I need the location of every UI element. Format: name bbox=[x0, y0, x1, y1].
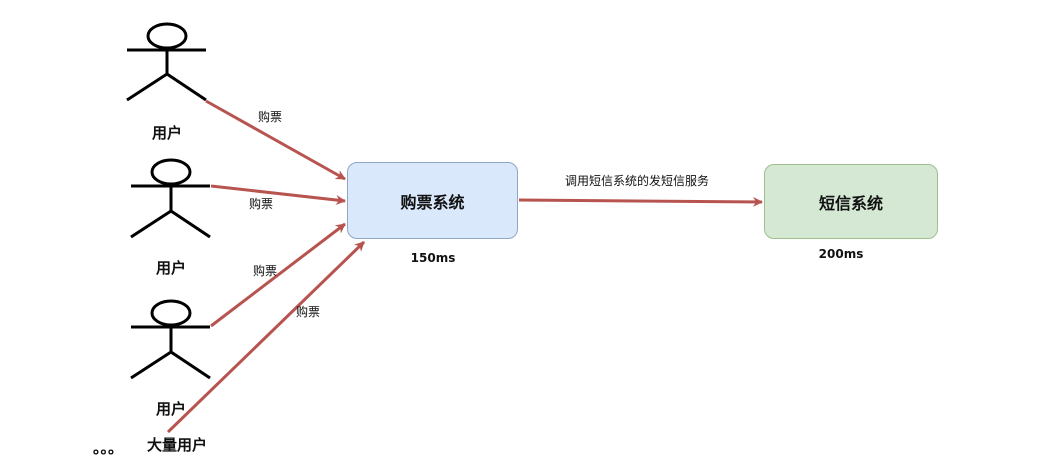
arrow-many-to-ticket bbox=[166, 240, 366, 434]
arrow-ticket-to-sms bbox=[518, 196, 763, 207]
sms-system-timing: 200ms bbox=[818, 247, 864, 261]
edge-label-call-sms: 调用短信系统的发短信服务 bbox=[565, 174, 710, 188]
many-users-label: 大量用户 bbox=[147, 436, 208, 454]
actor-3-label: 用户 bbox=[155, 400, 187, 418]
ticket-system-label: 购票系统 bbox=[400, 192, 465, 212]
ticket-system-node[interactable]: 购票系统 bbox=[347, 162, 518, 239]
actor-1-figure[interactable] bbox=[126, 22, 207, 102]
arrow-user3-to-ticket bbox=[210, 222, 346, 328]
arrow-user2-to-ticket bbox=[210, 184, 346, 205]
actor-1-head bbox=[146, 22, 188, 50]
sms-system-node[interactable]: 短信系统 bbox=[764, 164, 938, 239]
actor-2-label: 用户 bbox=[155, 259, 187, 277]
edge-label-buy-4: 购票 bbox=[296, 305, 321, 319]
ellipsis-text: 。。。 bbox=[93, 439, 124, 457]
edge-label-buy-1: 购票 bbox=[258, 110, 283, 124]
arrow-user1-to-ticket bbox=[205, 99, 346, 181]
actor-2-figure[interactable] bbox=[130, 158, 211, 239]
edge-label-buy-2: 购票 bbox=[249, 197, 274, 211]
actor-2-head bbox=[150, 158, 192, 186]
sms-system-label: 短信系统 bbox=[818, 193, 883, 213]
actor-3-head bbox=[150, 299, 192, 327]
actor-1-label: 用户 bbox=[151, 124, 183, 142]
ticket-system-timing: 150ms bbox=[410, 251, 456, 265]
actor-3-figure[interactable] bbox=[130, 299, 211, 380]
edge-label-buy-3: 购票 bbox=[253, 264, 278, 278]
